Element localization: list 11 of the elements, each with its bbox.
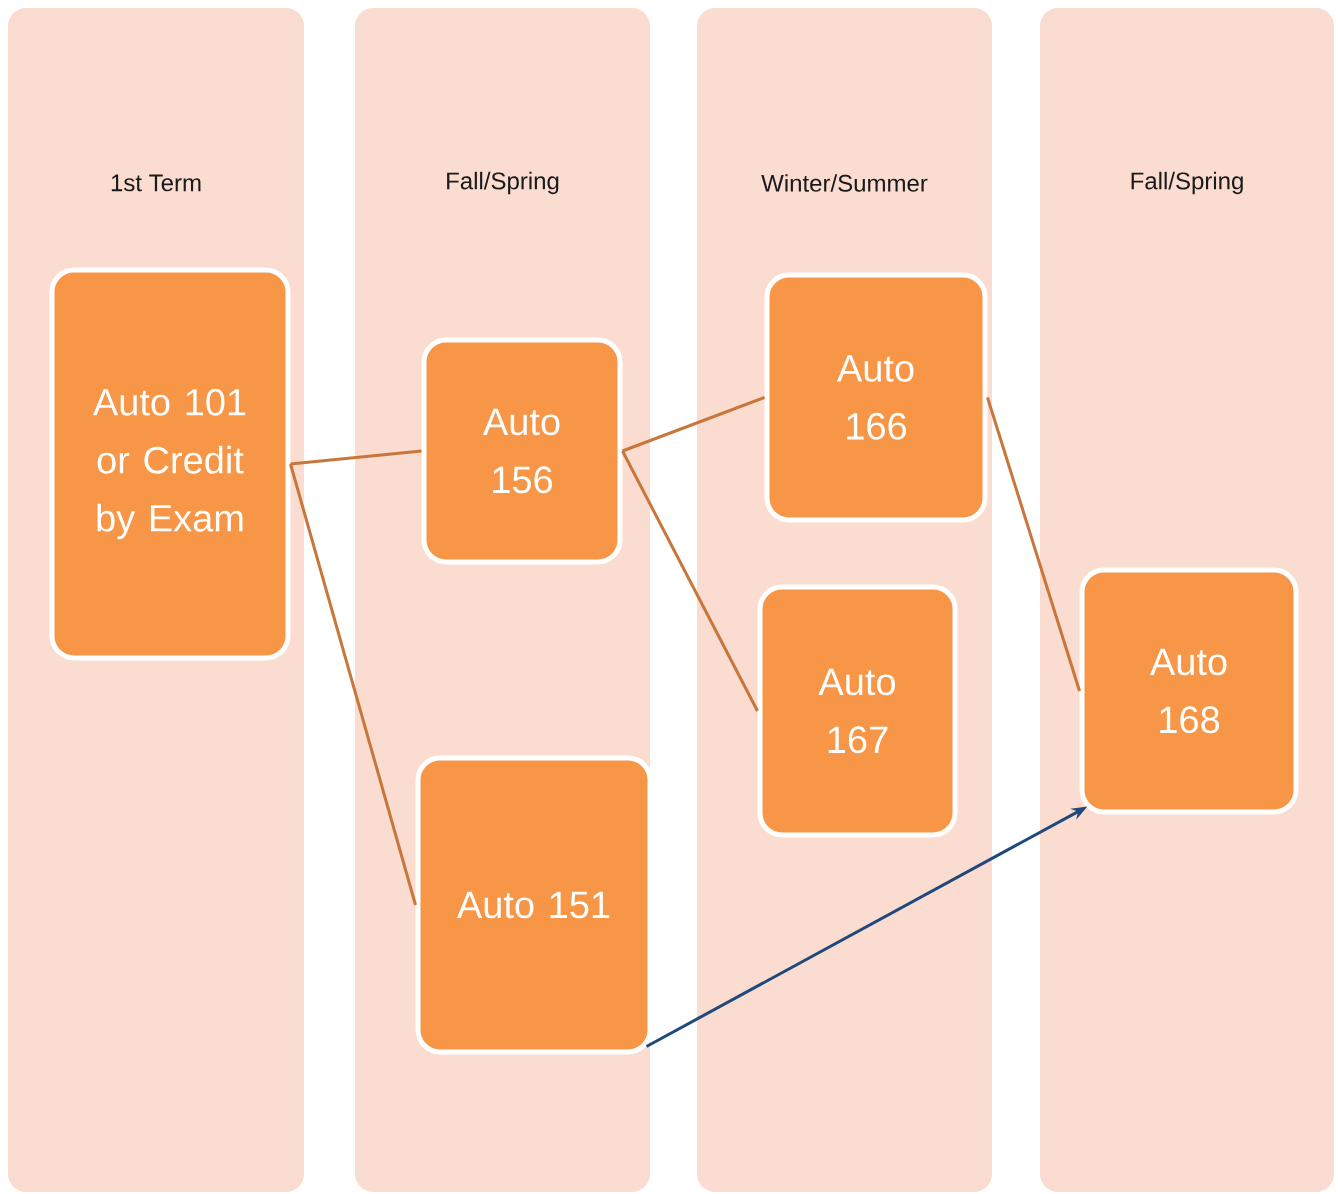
course-box: Auto 156 [421,337,623,565]
connector-line [290,449,422,466]
course-box: Auto 166 [764,272,988,523]
course-box: Auto 167 [757,584,958,838]
connector-line [621,396,766,453]
connector-line [621,450,759,712]
course-box: Auto 168 [1079,567,1299,815]
connector-line [986,397,1081,692]
course-box: Auto 101 or Credit by Exam [49,267,291,661]
course-box: Auto 151 [415,755,653,1055]
connector-line [289,463,417,906]
